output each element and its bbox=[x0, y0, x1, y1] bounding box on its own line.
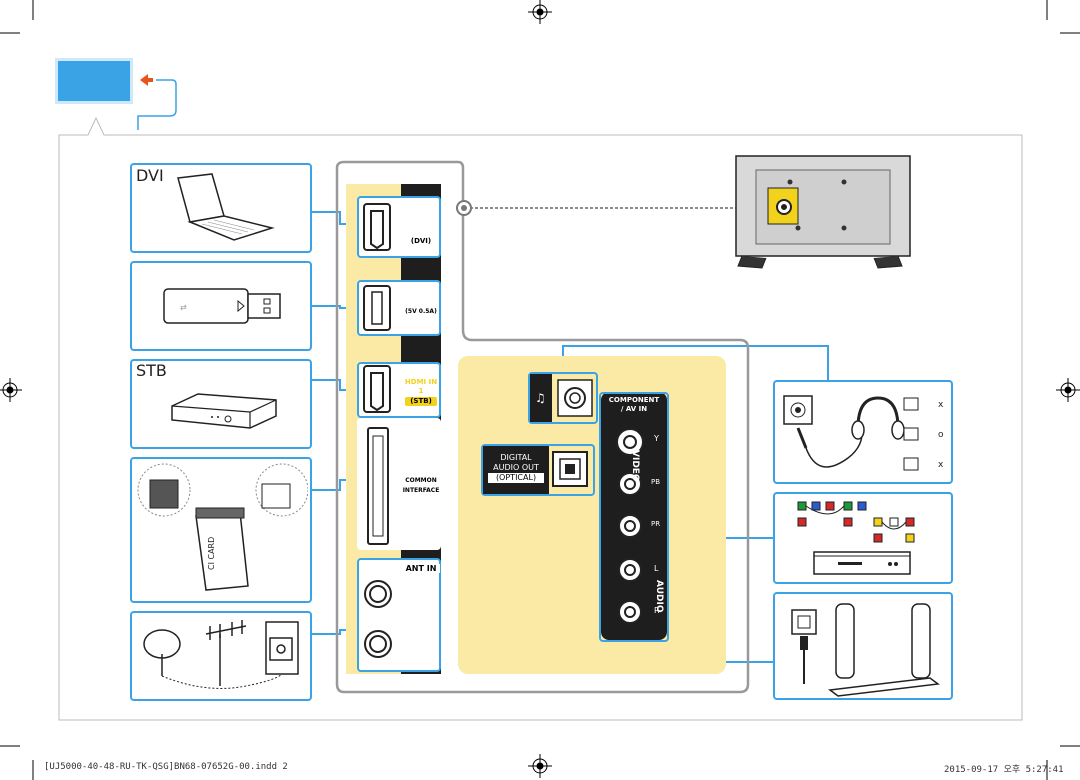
hdmi2-port-icon bbox=[363, 203, 391, 251]
ci-label: COMMON INTERFACE bbox=[402, 476, 440, 495]
component-box bbox=[599, 392, 669, 642]
optical-port-icon bbox=[552, 451, 588, 487]
headphone-icon bbox=[783, 395, 919, 471]
ci-slot-icon bbox=[367, 427, 389, 545]
tv-back-icon bbox=[735, 155, 911, 269]
usb-port-icon bbox=[363, 285, 391, 331]
footer-timestamp: 2015-09-17 오후 5:27:41 bbox=[944, 765, 1064, 775]
jack-l-label: L bbox=[654, 564, 659, 573]
antenna-icon bbox=[143, 620, 299, 689]
laptop-icon bbox=[177, 173, 275, 241]
usb-device-box bbox=[130, 261, 312, 351]
home-theater-icon bbox=[791, 603, 940, 697]
digital-audio-box bbox=[481, 444, 595, 496]
jack-r-label: R bbox=[654, 606, 660, 615]
svg-text:⇄: ⇄ bbox=[180, 303, 187, 312]
air-cable-jack-icon bbox=[364, 630, 392, 658]
jack-y-label: Y bbox=[654, 434, 659, 443]
component-cables-icon bbox=[797, 501, 915, 575]
satellite-jack-icon bbox=[364, 580, 392, 608]
satellite-label: SATELLITE bbox=[403, 593, 439, 600]
tv-thumbnail bbox=[55, 58, 133, 104]
registration-mark-top bbox=[528, 0, 552, 24]
component-jacks bbox=[616, 428, 644, 624]
footer-file-name: [UJ5000-40-48-RU-TK-QSG]BN68-07652G-00.i… bbox=[44, 762, 288, 772]
connector-arrow-icon bbox=[137, 74, 177, 130]
headphone-port-box bbox=[528, 372, 598, 424]
jack-pr-label: PR bbox=[651, 520, 661, 528]
dvi-label: DVI bbox=[136, 166, 164, 185]
headphone-port-graphic: ♫ bbox=[530, 374, 593, 422]
port-graphics bbox=[363, 203, 392, 658]
jack-pb-label: PB bbox=[651, 478, 661, 486]
headphone-x1-label: x bbox=[938, 400, 944, 410]
ci-card-icon: CI CARD bbox=[137, 463, 308, 591]
video-label: VIDEO bbox=[630, 450, 640, 482]
svg-text:♫: ♫ bbox=[535, 391, 546, 405]
hdmi1-label: HDMI IN 1 (STB) bbox=[404, 378, 438, 406]
usb-label: USB (5V 0.5A) bbox=[405, 297, 437, 316]
component-label: COMPONENT / AV IN bbox=[608, 396, 660, 413]
headphone-o-label: o bbox=[938, 430, 944, 440]
air-cable-label: AIR/CABLE bbox=[403, 641, 439, 648]
ant-in-label: ANT IN bbox=[402, 564, 440, 573]
digital-audio-label-bg bbox=[483, 446, 549, 494]
headphone-x2-label: x bbox=[938, 460, 944, 470]
usb-stick-icon: ⇄ bbox=[163, 288, 281, 324]
hdmi2-label: HDMI IN 2 (DVI) bbox=[404, 218, 438, 246]
digital-audio-label: DIGITAL AUDIO OUT (OPTICAL) bbox=[484, 453, 548, 483]
stb-label: STB bbox=[136, 361, 167, 380]
hdmi1-port-icon bbox=[363, 365, 391, 413]
ci-card-text: CI CARD bbox=[207, 537, 216, 570]
set-top-box-icon bbox=[171, 393, 277, 429]
